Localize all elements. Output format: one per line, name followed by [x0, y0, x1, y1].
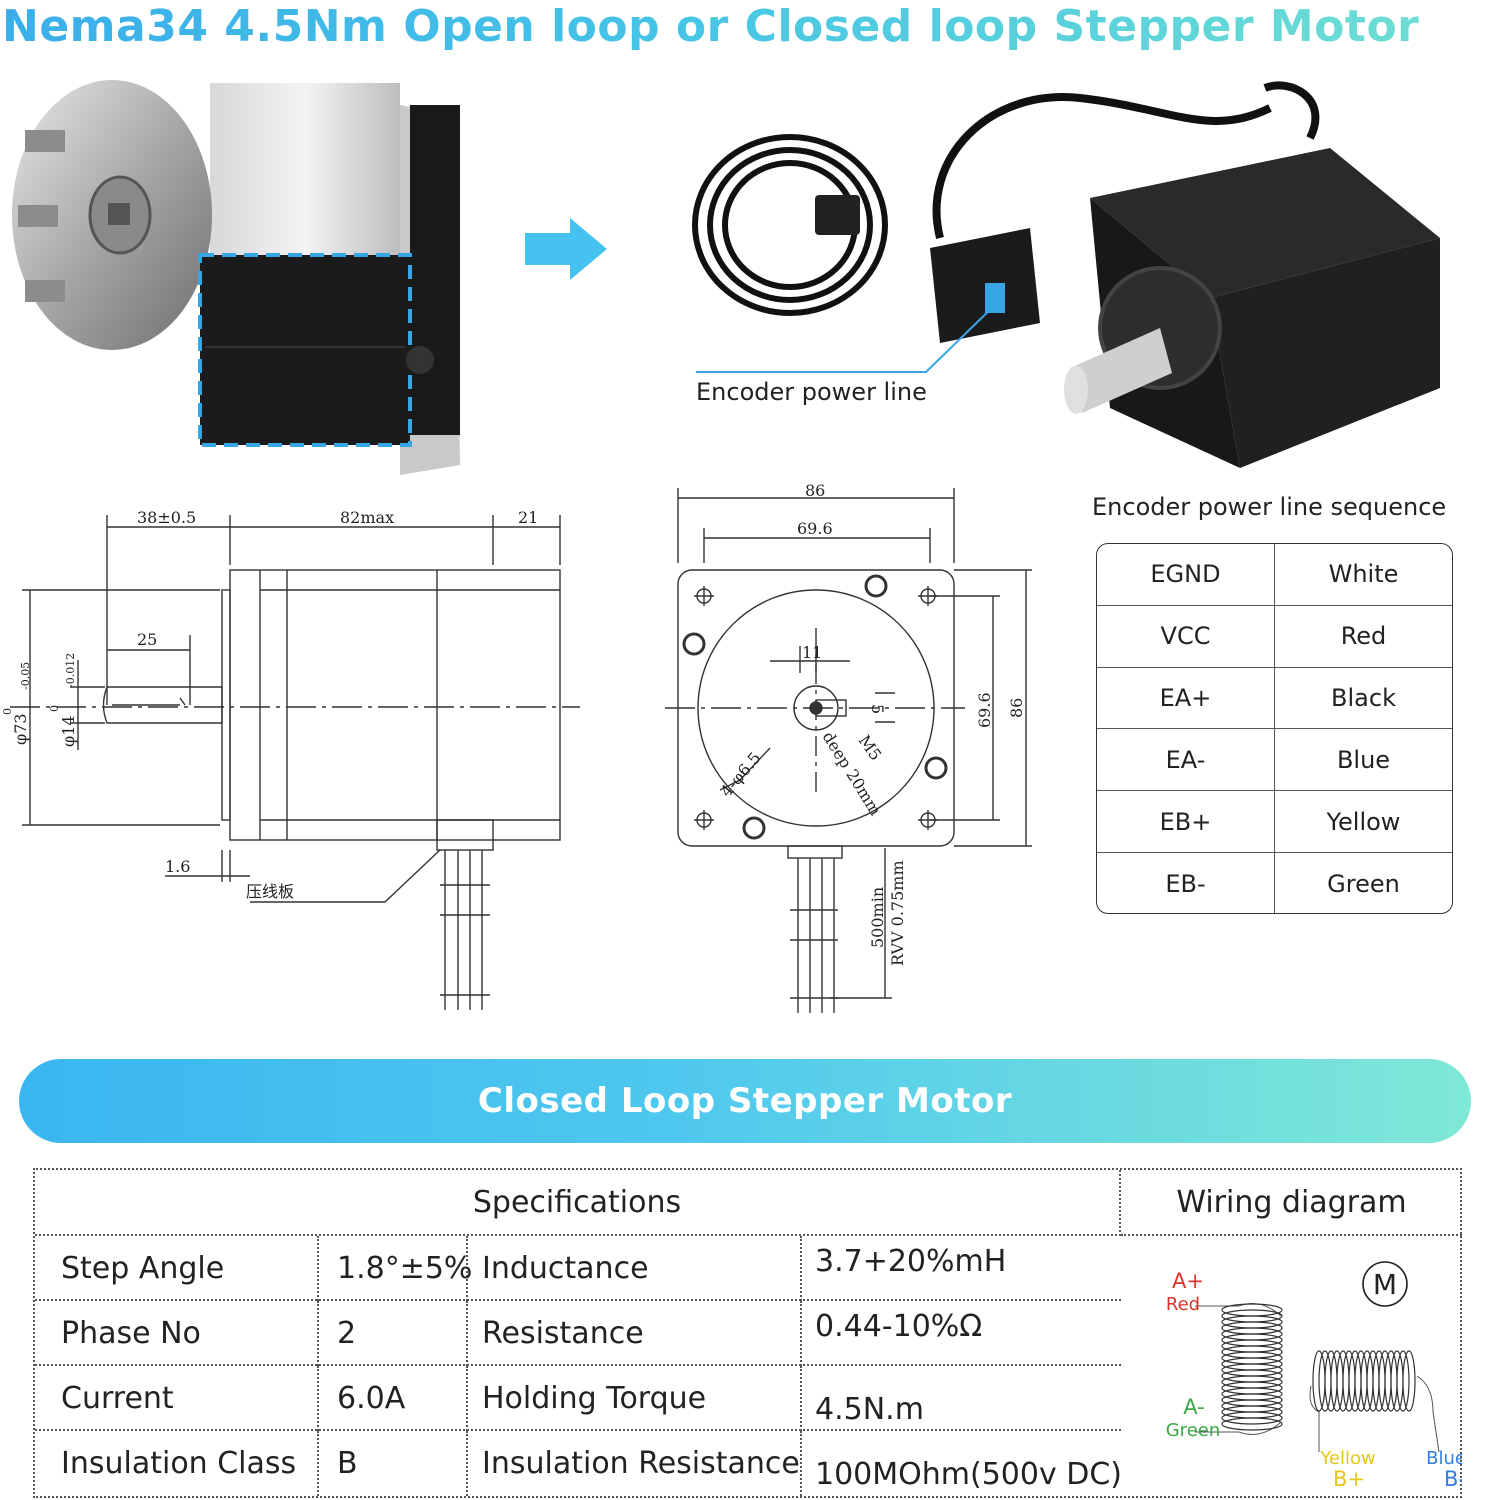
dim-69-6-side: 69.6: [975, 692, 994, 728]
sequence-code: EA-: [1097, 729, 1275, 791]
banner-text: Closed Loop Stepper Motor: [477, 1081, 1013, 1121]
closed-loop-banner: Closed Loop Stepper Motor: [19, 1059, 1471, 1143]
lead-note-2: RVV 0.75mm: [888, 860, 907, 966]
sequence-color: Blue: [1336, 745, 1391, 774]
b-plus-label: B+: [1333, 1467, 1365, 1491]
sequence-row: EB- Green: [1097, 852, 1452, 913]
spec-label: Phase No: [35, 1301, 319, 1366]
encoder-cable-photo: [692, 134, 888, 316]
motor-symbol: M: [1373, 1268, 1397, 1301]
spec-value: B: [319, 1431, 468, 1496]
encoder-leader-line: [696, 303, 996, 373]
b-minus-label: B-: [1444, 1467, 1462, 1491]
wiring-diagram: M A+ Red A- Green Yellow B+ Blue B-: [1121, 1236, 1466, 1498]
sequence-row: EB+ Yellow: [1097, 791, 1452, 853]
front-view-drawing: 86 69.6 11 5 4-φ6.5 M5 deep 20mm 69.6 86…: [665, 481, 1032, 1013]
a-plus-color-label: Red: [1166, 1294, 1200, 1315]
spec-label: Current: [35, 1366, 319, 1431]
sequence-code: EGND: [1097, 544, 1275, 605]
sequence-code: EB-: [1097, 852, 1275, 913]
motor-symbol-circle: [1362, 1261, 1408, 1307]
dim-5: 5: [868, 704, 887, 714]
cable-plate-label: 压线板: [246, 882, 294, 901]
dim-21: 21: [518, 508, 538, 527]
spec-label: Inductance: [468, 1236, 802, 1301]
spec-label: Insulation Resistance: [468, 1431, 802, 1496]
spec-label: Step Angle: [35, 1236, 319, 1301]
spec-value: 3.7+20%mH: [815, 1244, 1007, 1279]
sequence-row: VCC Red: [1097, 605, 1452, 668]
sequence-title: Encoder power line sequence: [1092, 493, 1447, 521]
dim-69-6-top: 69.6: [797, 519, 833, 538]
wiring-diagram-header: Wiring diagram: [1121, 1170, 1462, 1236]
spec-label: Resistance: [468, 1301, 802, 1366]
spec-value: 4.5N.m: [815, 1392, 924, 1427]
specifications-table: Specifications Wiring diagram Step Angle…: [33, 1168, 1466, 1498]
sequence-color: White: [1328, 560, 1399, 589]
dim-11: 11: [802, 643, 822, 662]
sequence-row: EGND White: [1097, 544, 1452, 606]
sequence-color: Black: [1331, 683, 1396, 712]
a-minus-label: A-: [1183, 1395, 1204, 1419]
sequence-color: Yellow: [1326, 807, 1401, 836]
sequence-color: Red: [1340, 622, 1387, 651]
b-minus-color-label: Blue: [1426, 1448, 1462, 1469]
stepper-motor-photo: [930, 81, 1440, 468]
arrow-icon: [525, 218, 607, 280]
specifications-grid: Step Angle 1.8°±5% Inductance 3.7+20%mH …: [35, 1236, 1123, 1498]
sequence-row: EA+ Black: [1097, 667, 1452, 730]
spec-value: 1.8°±5%: [319, 1236, 472, 1301]
encoder-power-line-label: Encoder power line: [696, 378, 927, 406]
dim-86-top: 86: [805, 481, 825, 500]
dim-14-tol-lower: -0.012: [64, 653, 77, 688]
spec-value: 2: [319, 1301, 468, 1366]
a-minus-color-label: Green: [1166, 1420, 1221, 1441]
spec-row: Current 6.0A Holding Torque 4.5N.m: [35, 1366, 1121, 1431]
lead-note-1: 500min: [868, 887, 887, 948]
sequence-code: EA+: [1097, 667, 1275, 729]
rotary-axis-photo: [12, 80, 460, 475]
sequence-color: Green: [1327, 869, 1400, 898]
spec-row: Insulation Class B Insulation Resistance…: [35, 1431, 1123, 1496]
spec-label: Insulation Class: [35, 1431, 319, 1496]
dim-25: 25: [137, 630, 157, 649]
sequence-code: EB+: [1097, 791, 1275, 852]
dim-1-6: 1.6: [165, 857, 190, 876]
spec-row: Step Angle 1.8°±5% Inductance 3.7+20%mH: [35, 1236, 1121, 1301]
specifications-header: Specifications: [35, 1170, 1121, 1236]
hole-note: 4-φ6.5: [717, 748, 765, 800]
b-plus-color-label: Yellow: [1319, 1448, 1375, 1469]
spec-value: 6.0A: [319, 1366, 468, 1431]
thread-note-1: M5: [855, 731, 886, 764]
spec-label: Holding Torque: [468, 1366, 802, 1431]
spec-value: 100MOhm(500v DC): [815, 1457, 1123, 1492]
sequence-table: EGND White VCC Red EA+ Black EA- Blue EB…: [1096, 543, 1453, 914]
dim-38: 38±0.5: [137, 508, 196, 527]
spec-row: Phase No 2 Resistance 0.44-10%Ω: [35, 1301, 1121, 1366]
dim-73: φ73: [11, 713, 30, 745]
dim-86-side: 86: [1007, 698, 1026, 718]
spec-value: 0.44-10%Ω: [815, 1309, 983, 1344]
a-plus-label: A+: [1172, 1269, 1204, 1293]
dim-14: φ14: [59, 715, 78, 747]
dim-14-tol-upper: 0: [48, 705, 61, 712]
sequence-code: VCC: [1097, 605, 1275, 667]
sequence-row: EA- Blue: [1097, 729, 1452, 792]
side-view-drawing: 38±0.5 82max 21 25 1.6 压线板 φ73 0 -0.05 φ…: [1, 508, 580, 1010]
dim-73-tol-lower: -0.05: [19, 662, 32, 690]
page-title: Nema34 4.5Nm Open loop or Closed loop St…: [0, 0, 1487, 54]
dim-73-tol-upper: 0: [1, 708, 14, 715]
dim-82: 82max: [340, 508, 394, 527]
